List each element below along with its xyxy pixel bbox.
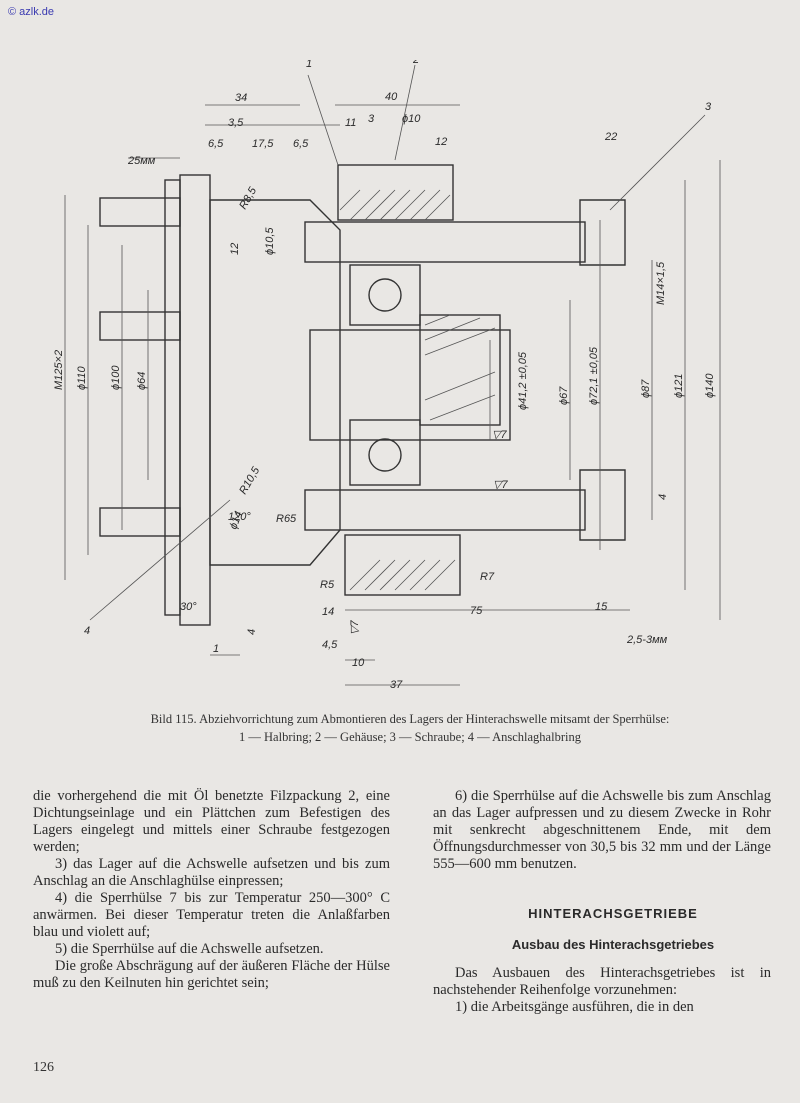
dim-30: 30° — [180, 601, 197, 613]
bearing-bottom — [349, 419, 421, 486]
dim-phi121: ϕ121 — [673, 374, 685, 398]
dim-4b: 4 — [246, 629, 258, 635]
stud-top — [99, 197, 181, 227]
dim-phi721: ϕ72,1 ±0,05 — [588, 346, 600, 405]
dim-10: 10 — [352, 657, 365, 669]
dim-25mm: 25мм — [127, 155, 156, 167]
dim-phi105: ϕ10,5 — [264, 227, 276, 255]
dim-15: 15 — [595, 601, 608, 613]
section-heading: HINTERACHSGETRIEBE — [528, 906, 698, 921]
paragraph: Die große Abschrägung auf der äußeren Fl… — [33, 958, 390, 991]
inner-ring — [419, 314, 501, 426]
finish-7a: ▽7 — [492, 429, 507, 441]
hatch-bottom — [349, 559, 456, 591]
paragraph: Das Ausbauen des Hinterachsgetriebes ist… — [433, 965, 771, 998]
dim-phi140: ϕ140 — [704, 373, 716, 398]
bolt-top-shank — [304, 221, 586, 263]
dim-6-5: 6,5 — [208, 138, 224, 150]
housing-top — [337, 164, 454, 221]
dim-r105: R10,5 — [237, 464, 263, 496]
flange-plate — [179, 174, 211, 626]
flange-rim — [164, 179, 181, 616]
bolt-bottom-shank — [304, 489, 586, 531]
dim-11: 11 — [345, 117, 356, 129]
dim-37: 37 — [390, 679, 403, 691]
dim-3-5: 3,5 — [228, 117, 244, 129]
dim-phi10: ϕ10 — [402, 113, 421, 125]
bearing-ball-bottom — [368, 438, 402, 472]
dim-m14: M14×1,5 — [655, 261, 667, 305]
dim-r85: R8,5 — [237, 185, 259, 212]
paragraph: 1) die Arbeitsgänge ausführen, die in de… — [455, 999, 694, 1015]
dim-r65: R65 — [276, 513, 297, 525]
dim-34: 34 — [235, 92, 247, 104]
dim-22: 22 — [604, 131, 617, 143]
part-label-3: 3 — [705, 101, 712, 113]
dim-17-5: 17,5 — [252, 138, 274, 150]
dim-phi14: ϕ14 — [228, 510, 246, 531]
dim-phi100: ϕ100 — [110, 365, 122, 390]
stud-bottom — [99, 507, 181, 537]
finish-7c: ▽7 — [349, 620, 361, 635]
dim-phi67: ϕ67 — [558, 386, 570, 405]
dim-6-5b: 6,5 — [293, 138, 309, 150]
page-number: 126 — [33, 1060, 54, 1075]
dim-3: 3 — [368, 113, 375, 125]
finish-7b: ▽7 — [493, 479, 508, 491]
dim-phi87: ϕ87 — [640, 379, 652, 398]
dim-40: 40 — [385, 91, 398, 103]
bearing-ball-top — [368, 278, 402, 312]
left-column: die vorhergehend die mit Öl benetzte Fil… — [33, 788, 390, 992]
paragraph: 5) die Sperrhülse auf die Achswelle aufs… — [55, 941, 324, 957]
dim-120: 120° — [228, 511, 251, 523]
paragraph: 4) die Sperrhülse 7 bis zur Temperatur 2… — [33, 890, 390, 940]
dim-phi110: ϕ110 — [76, 365, 88, 390]
dim-12b: 12 — [229, 243, 241, 255]
caption-line-2: 1 — Halbring; 2 — Gehäuse; 3 — Schraube;… — [239, 730, 581, 744]
housing-bottom — [344, 534, 461, 596]
part-label-1: 1 — [306, 60, 312, 70]
paragraph: 3) das Lager auf die Achswelle aufsetzen… — [33, 856, 390, 889]
dim-4: 4 — [657, 494, 669, 500]
dim-2-5-3mm: 2,5-3мм — [626, 634, 668, 646]
dim-r5: R5 — [320, 579, 335, 591]
dim-m125: M125×2 — [53, 350, 65, 390]
dim-phi64: ϕ64 — [136, 372, 148, 390]
axle-shaft — [309, 329, 511, 441]
bolt-bottom-head — [579, 469, 626, 541]
dim-1: 1 — [213, 643, 219, 655]
stud-mid — [99, 311, 181, 341]
bearing-top — [349, 264, 421, 326]
figure-caption: Bild 115. Abziehvorrichtung zum Abmontie… — [60, 710, 760, 746]
dim-14: 14 — [322, 606, 334, 618]
hatch-ring — [424, 314, 496, 421]
right-column: 6) die Sperrhülse auf die Achswelle bis … — [433, 788, 771, 1016]
dim-75: 75 — [470, 605, 483, 617]
part-label-4: 4 — [84, 625, 90, 637]
dim-4-5: 4,5 — [322, 639, 338, 651]
part-label-2: 2 — [412, 60, 419, 66]
technical-drawing: 34 40 3,5 11 3 ϕ10 6,5 17,5 6,5 12 22 25… — [53, 60, 721, 691]
bolt-top-head — [579, 199, 626, 266]
hatch-top — [339, 189, 451, 221]
dim-12: 12 — [435, 136, 447, 148]
paragraph: 6) die Sperrhülse auf die Achswelle bis … — [433, 788, 771, 872]
watermark: © azlk.de — [8, 6, 55, 18]
dim-phi412: ϕ41,2 ±0,05 — [517, 351, 529, 410]
paragraph: die vorhergehend die mit Öl benetzte Fil… — [33, 788, 390, 855]
section-subheading: Ausbau des Hinterachsgetriebes — [511, 937, 715, 952]
caption-line-1: Bild 115. Abziehvorrichtung zum Abmontie… — [150, 712, 670, 726]
dim-r7: R7 — [480, 571, 495, 583]
